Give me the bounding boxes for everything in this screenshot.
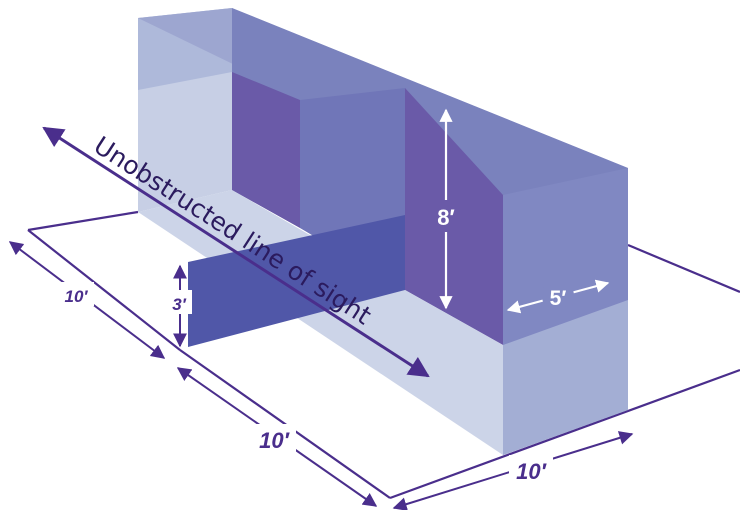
left-upper-dimension-label: 10′ [65,287,89,306]
left-lower-dimension-label: 10′ [259,428,290,453]
front-dimension-label: 10′ [516,459,547,484]
sight-line-arrow [42,126,430,378]
depth-label: 5′ [550,287,567,310]
height-label: 8′ [437,205,455,230]
wall-height-label: 3′ [172,295,186,314]
